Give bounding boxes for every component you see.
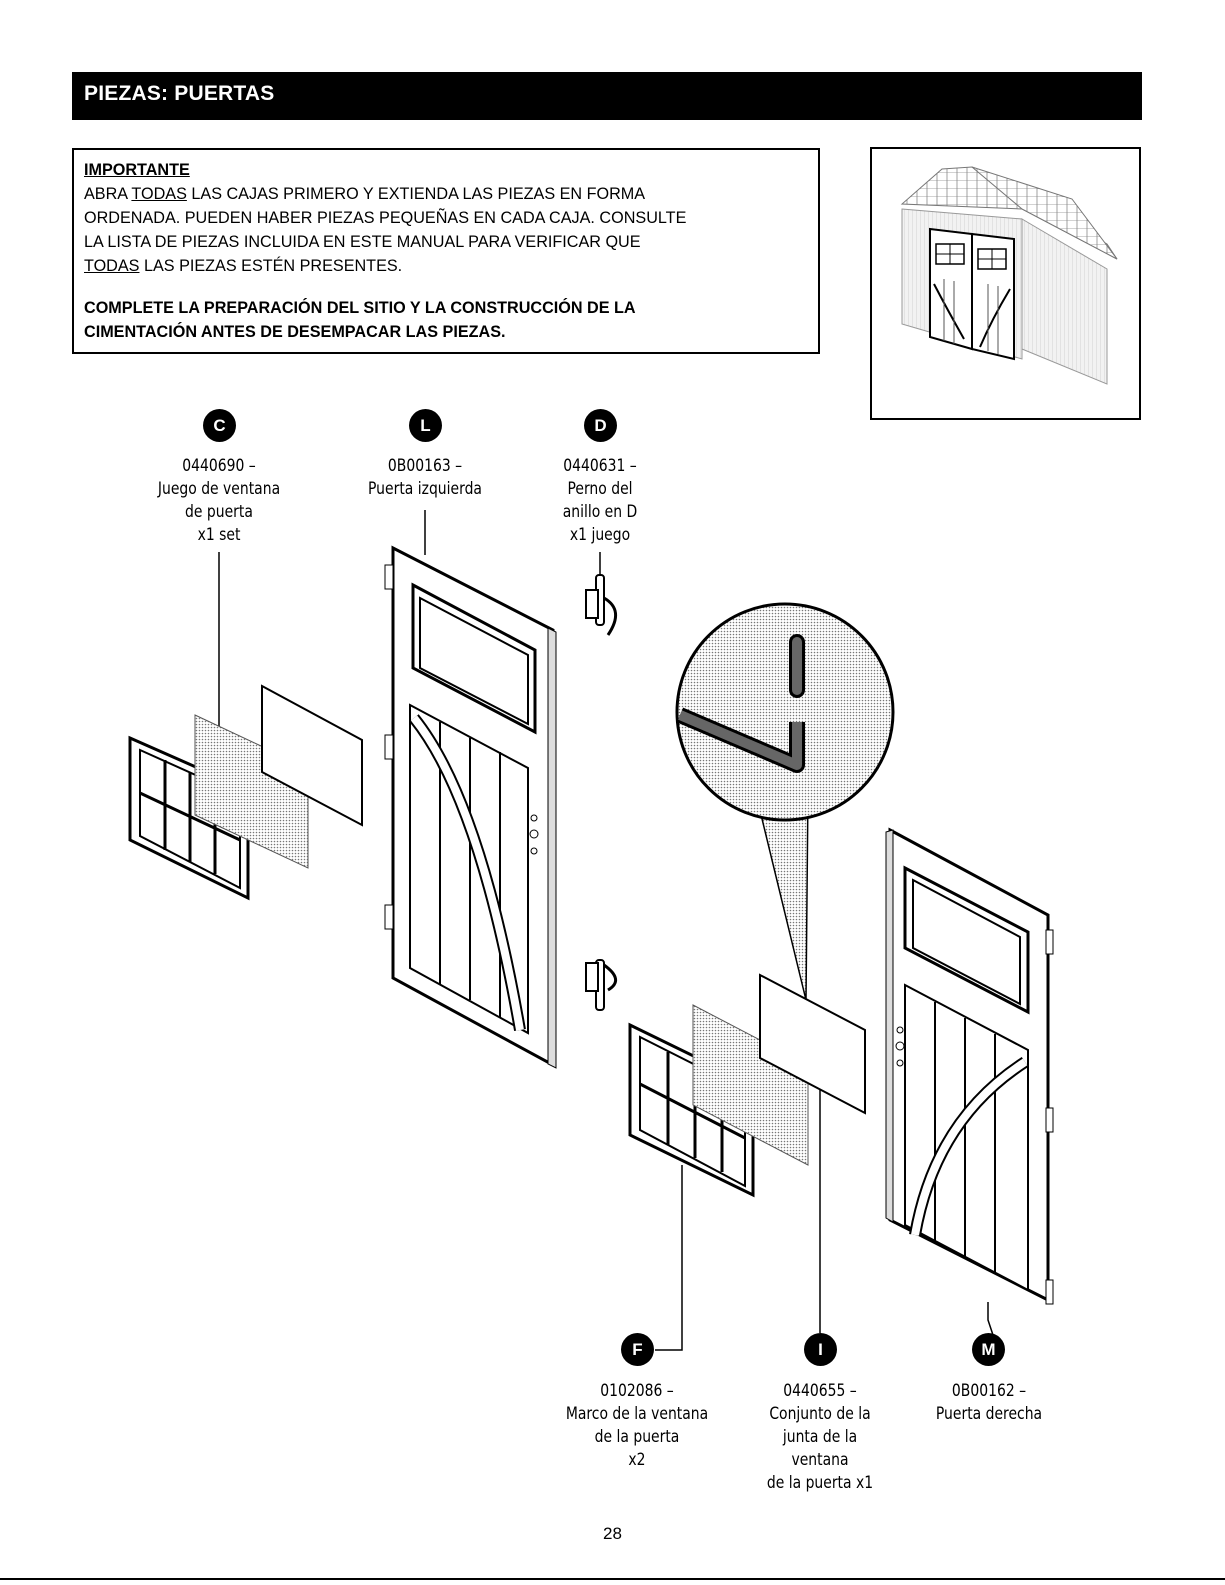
part-description: junta de la <box>782 1427 858 1447</box>
part-number: 0B00162 – <box>951 1381 1027 1401</box>
part-quantity: x2 <box>628 1450 646 1470</box>
section-header: PIEZAS: PUERTAS <box>72 72 1142 120</box>
shed-illustration-box <box>870 147 1141 420</box>
leader-lines <box>218 510 994 1351</box>
part-badge-l: L <box>409 409 442 442</box>
part-description: Perno del <box>567 479 633 499</box>
section-title: PIEZAS: PUERTAS <box>84 82 275 105</box>
part-number: 0440631 – <box>563 456 637 476</box>
part-label-i: 0440655 – Conjunto de la junta de la ven… <box>738 1380 902 1495</box>
part-quantity: x1 set <box>197 525 241 545</box>
part-badge-i: I <box>804 1333 837 1366</box>
part-badge-d: D <box>584 409 617 442</box>
d-ring-bolt <box>585 574 617 1011</box>
part-quantity: de la puerta x1 <box>766 1473 874 1493</box>
part-badge-c: C <box>203 409 236 442</box>
part-description: de la puerta <box>594 1427 680 1447</box>
page-number: 28 <box>603 1524 622 1543</box>
notice-warning: COMPLETE LA PREPARACIÓN DEL SITIO Y LA C… <box>84 296 808 344</box>
notice-text: LAS PIEZAS ESTÉN PRESENTES. <box>139 257 403 275</box>
notice-emphasis: TODAS <box>84 257 140 275</box>
warning-text: CIMENTACIÓN ANTES DE DESEMPACAR LAS PIEZ… <box>84 323 506 341</box>
page-bottom-rule <box>0 1578 1225 1580</box>
notice-text: LA LISTA DE PIEZAS INCLUIDA EN ESTE MANU… <box>84 233 641 251</box>
part-description: anillo en D <box>562 502 638 522</box>
part-number: 0440655 – <box>783 1381 857 1401</box>
part-description: Puerta izquierda <box>368 479 482 499</box>
part-label-d: 0440631 – Perno del anillo en D x1 juego <box>518 455 682 547</box>
part-number: 0440690 – <box>182 456 256 476</box>
seal-detail-callout <box>675 602 895 1001</box>
part-label-c: 0440690 – Juego de ventana de puerta x1 … <box>137 455 301 547</box>
part-label-f: 0102086 – Marco de la ventana de la puer… <box>555 1380 719 1472</box>
part-description: Puerta derecha <box>935 1404 1043 1424</box>
part-number: 0102086 – <box>600 1381 674 1401</box>
shed-illustration <box>900 166 1118 385</box>
part-label-l: 0B00163 – Puerta izquierda <box>343 455 507 501</box>
part-description: Juego de ventana <box>157 479 281 499</box>
notice-text: ABRA <box>84 185 132 203</box>
warning-text: COMPLETE LA PREPARACIÓN DEL SITIO Y LA C… <box>84 299 636 317</box>
door-window-set-c <box>128 684 363 901</box>
notice-text: LAS CAJAS PRIMERO Y EXTIENDA LAS PIEZAS … <box>186 185 646 203</box>
part-description: Conjunto de la <box>769 1404 871 1424</box>
door-window-frame-f <box>628 973 866 1198</box>
part-description: Marco de la ventana <box>565 1404 709 1424</box>
part-description: de puerta <box>185 502 253 522</box>
left-door <box>384 545 557 1069</box>
part-badge-f: F <box>621 1333 654 1366</box>
part-number: 0B00163 – <box>387 456 463 476</box>
part-description: ventana <box>791 1450 849 1470</box>
important-notice: IMPORTANTE ABRA TODAS LAS CAJAS PRIMERO … <box>72 148 820 354</box>
notice-body: ABRA TODAS LAS CAJAS PRIMERO Y EXTIENDA … <box>84 182 808 278</box>
part-badge-m: M <box>972 1333 1005 1366</box>
part-label-m: 0B00162 – Puerta derecha <box>907 1380 1071 1426</box>
part-quantity: x1 juego <box>569 525 631 545</box>
notice-emphasis: TODAS <box>131 185 187 203</box>
notice-heading: IMPORTANTE <box>84 161 190 179</box>
right-door <box>885 827 1054 1305</box>
notice-text: ORDENADA. PUEDEN HABER PIEZAS PEQUEÑAS E… <box>84 209 687 227</box>
